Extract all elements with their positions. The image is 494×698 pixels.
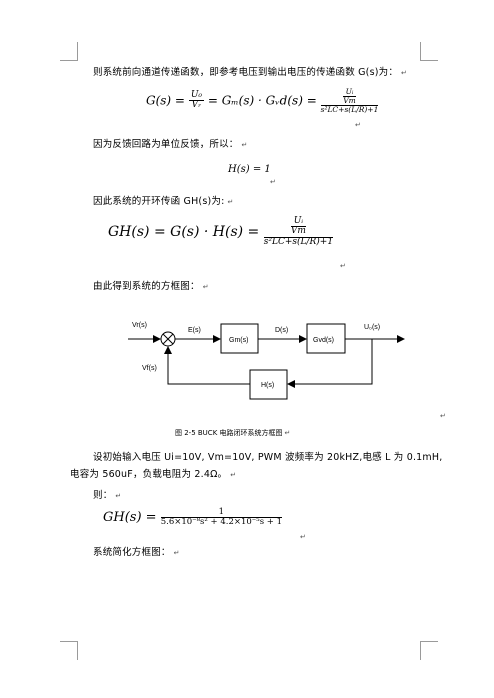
paragraph-mark: ↵: [230, 471, 237, 479]
label-d: D(s): [275, 327, 288, 334]
paragraph-forward-channel: 则系统前向通道传递函数，即参考电压到输出电压的传递函数 G(s)为：↵: [93, 64, 407, 78]
paragraph-mark: ↵: [300, 533, 306, 541]
crop-mark-br-h: [420, 641, 438, 642]
eq1-frac2-inner-top: Uᵢ: [343, 88, 356, 97]
eq3-lhs: GH(s) = G(s) · H(s) =: [108, 224, 260, 241]
eq1-frac1-num: U₀: [188, 89, 205, 102]
paragraph-text: 因此系统的开环传函 GH(s)为:: [93, 196, 225, 207]
summing-junction: [160, 331, 176, 347]
figure-caption: 图 2-5 BUCK 电路闭环系统方框图↵: [175, 428, 290, 438]
label-vr: Vr(s): [132, 322, 147, 329]
paragraph-text: 因为反馈回路为单位反馈，所以：: [93, 139, 239, 150]
eq3-num: Uᵢ Vm: [263, 216, 334, 238]
label-uo: U₀(s): [364, 324, 380, 331]
eq1-frac2-den: s²LC+s(L/R)+1: [320, 104, 379, 114]
eq1-fraction-1: U₀ Vᵣ: [188, 89, 205, 111]
block-diagram: Vr(s) E(s) Gm(s) D(s) Gvd(s) U₀(s) Vf(s)…: [128, 322, 405, 400]
paragraph-parameters-line2: 电容为 560uF，负载电阻为 2.4Ω。↵: [70, 466, 236, 480]
paragraph-simplified-diagram: 系统简化方框图：↵: [93, 544, 180, 558]
eq1-frac2-num: Uᵢ Vm: [320, 88, 379, 106]
eq1-frac2-inner-bot: Vm: [343, 95, 356, 105]
label-h: H(s): [261, 382, 274, 389]
paragraph-mark: ↵: [401, 69, 408, 77]
paragraph-mark: ↵: [284, 429, 291, 437]
feedback-path-left: [164, 346, 250, 385]
eq4-fraction: 1 5.6×10⁻⁸s² + 4.2×10⁻⁵s + 1: [160, 508, 282, 527]
crop-mark-tl-h: [60, 60, 78, 61]
crop-mark-bl-v: [77, 641, 78, 660]
gvd-block: [306, 323, 346, 354]
paragraph-block-diagram-intro: 由此得到系统的方框图：↵: [93, 278, 209, 292]
paragraph-mark: ↵: [227, 198, 234, 206]
paragraph-parameters-line1: 设初始输入电压 Ui=10V, Vm=10V, PWM 波频率为 20kHZ,电…: [93, 449, 442, 463]
eq1-fraction-2: Uᵢ Vm s²LC+s(L/R)+1: [320, 88, 379, 114]
paragraph-mark: ↵: [241, 141, 248, 149]
equation-gh-numeric: GH(s) = 1 5.6×10⁻⁸s² + 4.2×10⁻⁵s + 1: [103, 508, 282, 527]
paragraph-text: 电容为 560uF，负载电阻为 2.4Ω。: [70, 469, 228, 480]
eq4-num: 1: [160, 508, 282, 518]
crop-mark-tr-h: [420, 60, 438, 61]
label-vf: Vf(s): [142, 365, 157, 372]
paragraph-mark: ↵: [202, 283, 209, 291]
eq3-inner-bot: Vm: [290, 226, 306, 237]
h-block: [249, 369, 288, 400]
eq4-den: 5.6×10⁻⁸s² + 4.2×10⁻⁵s + 1: [160, 516, 282, 527]
eq3-den: s²LC+s(L/R)+1: [263, 236, 334, 247]
equation-gh-of-s: GH(s) = G(s) · H(s) = Uᵢ Vm s²LC+s(L/R)+…: [108, 216, 334, 247]
eq1-lhs: G(s) =: [146, 93, 185, 108]
crop-mark-br-v: [420, 641, 421, 660]
paragraph-mark: ↵: [440, 412, 446, 420]
crop-mark-tl-v: [77, 42, 78, 61]
eq3-fraction: Uᵢ Vm s²LC+s(L/R)+1: [263, 216, 334, 247]
paragraph-unit-feedback: 因为反馈回路为单位反馈，所以：↵: [93, 136, 248, 150]
crop-mark-bl-h: [60, 641, 78, 642]
paragraph-then: 则：↵: [93, 487, 121, 501]
label-gvd: Gvd(s): [313, 337, 334, 344]
paragraph-open-loop: 因此系统的开环传函 GH(s)为:↵: [93, 193, 234, 207]
label-e: E(s): [188, 327, 201, 334]
caption-text: 图 2-5 BUCK 电路闭环系统方框图: [175, 429, 283, 437]
eq1-frac2-inner: Uᵢ Vm: [343, 88, 356, 105]
label-gm: Gm(s): [229, 337, 248, 344]
paragraph-text: 则系统前向通道传递函数，即参考电压到输出电压的传递函数 G(s)为：: [93, 67, 399, 78]
feedback-path-right: [287, 339, 373, 388]
paragraph-mark: ↵: [173, 549, 180, 557]
paragraph-text: 则：: [93, 490, 113, 501]
paragraph-mark: ↵: [340, 262, 346, 270]
paragraph-text: 系统简化方框图：: [93, 547, 171, 558]
paragraph-mark: ↵: [355, 121, 361, 129]
eq3-inner-top: Uᵢ: [290, 216, 306, 228]
eq4-lhs: GH(s) =: [103, 509, 157, 525]
equation-g-of-s: G(s) = U₀ Vᵣ = Gₘ(s) · Gᵥd(s) = Uᵢ Vm s²…: [146, 88, 379, 114]
paragraph-text: 设初始输入电压 Ui=10V, Vm=10V, PWM 波频率为 20kHZ,电…: [93, 452, 443, 463]
eq1-frac1-den: Vᵣ: [191, 100, 202, 111]
equation-h-of-s: H(s) = 1: [228, 164, 271, 175]
paragraph-text: 由此得到系统的方框图：: [93, 281, 200, 292]
crop-mark-tr-v: [420, 42, 421, 61]
eq3-inner-fraction: Uᵢ Vm: [290, 216, 306, 237]
paragraph-mark: ↵: [270, 178, 276, 186]
paragraph-mark: ↵: [115, 492, 122, 500]
eq1-middle: = Gₘ(s) · Gᵥd(s) =: [207, 93, 317, 108]
